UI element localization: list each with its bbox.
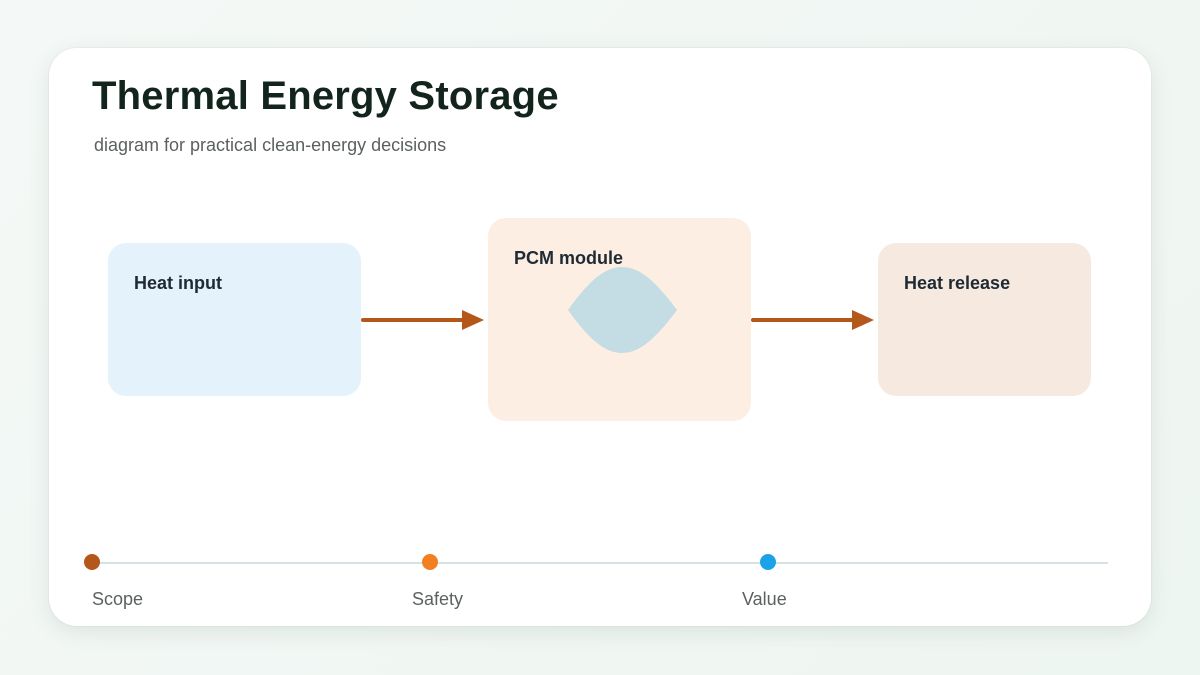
page-subtitle: diagram for practical clean-energy decis… <box>94 135 447 155</box>
timeline-dot-scope <box>84 554 100 570</box>
lens-shape-icon <box>568 267 677 353</box>
timeline-dot-safety <box>422 554 438 570</box>
node-heat-release-label: Heat release <box>904 273 1011 293</box>
page-title: Thermal Energy Storage <box>92 74 559 118</box>
timeline-label-safety: Safety <box>412 589 464 609</box>
edge-arrow-module-to-release <box>751 310 874 330</box>
timeline-label-value: Value <box>742 589 787 609</box>
node-heat-input-label: Heat input <box>134 273 222 293</box>
node-heat-input: Heat input <box>108 243 361 396</box>
edge-arrow-input-to-module <box>361 310 484 330</box>
timeline-dot-value <box>760 554 776 570</box>
node-pcm-module-label: PCM module <box>514 248 624 268</box>
node-heat-release: Heat release <box>878 243 1091 396</box>
timeline-label-scope: Scope <box>92 589 144 609</box>
